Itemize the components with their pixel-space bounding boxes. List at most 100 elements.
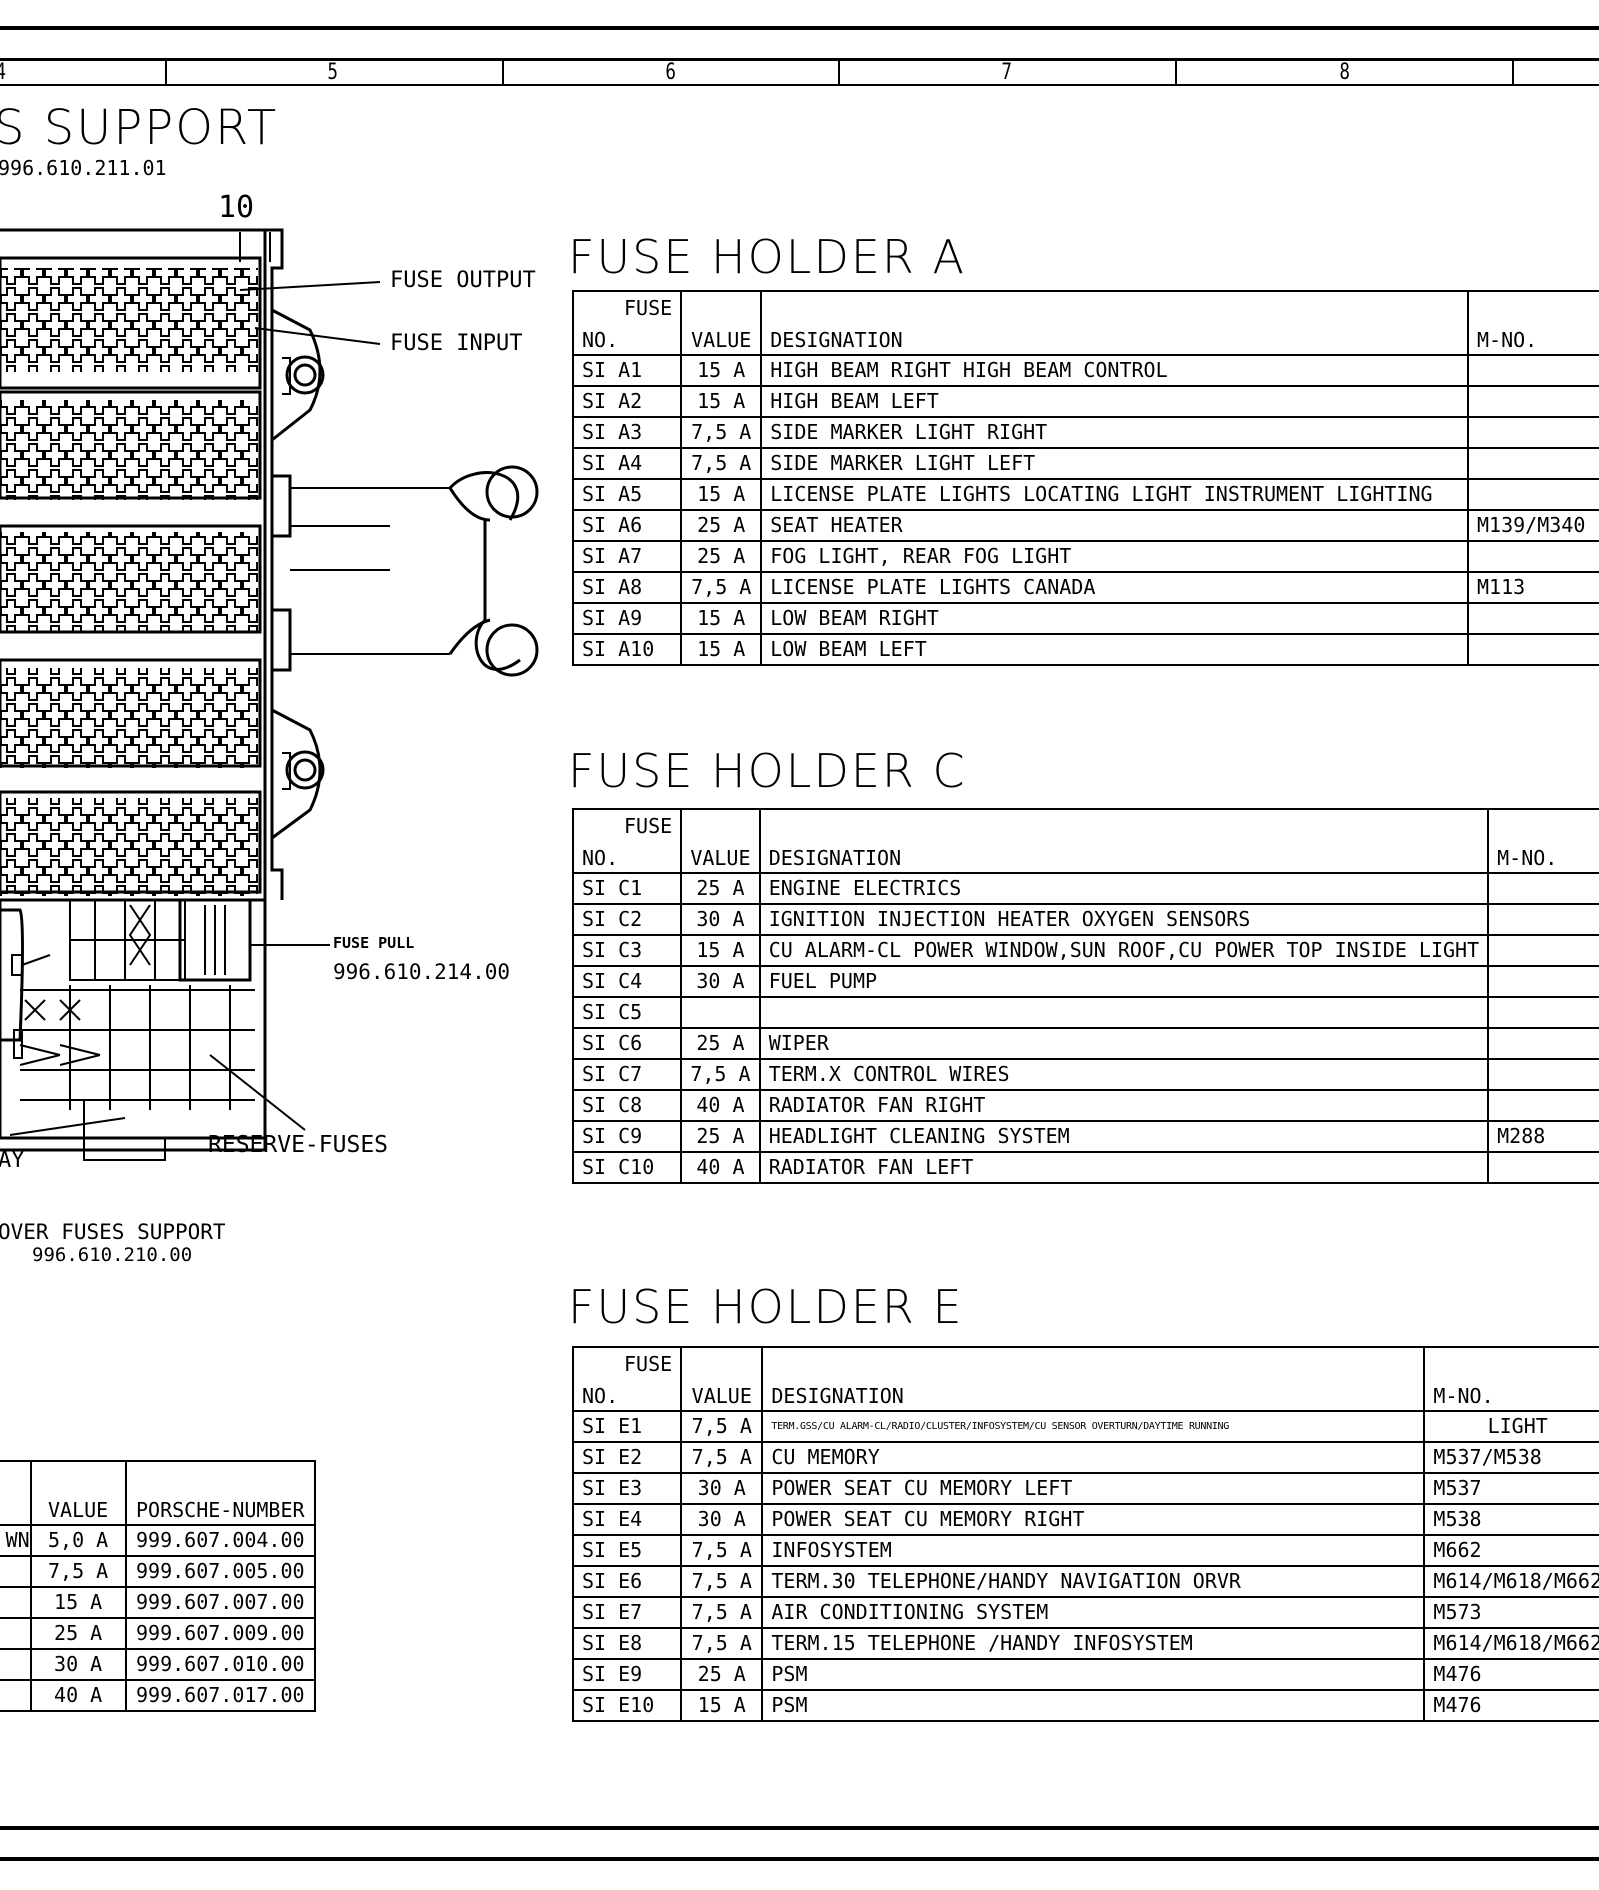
reserve-first-cell: [0, 1555, 32, 1588]
m-number-cell: LIGHT: [1423, 1410, 1599, 1443]
m-number-cell: [1487, 1089, 1599, 1122]
header-value: VALUE: [680, 290, 763, 356]
fuse-number-cell: SI C4: [571, 965, 683, 998]
fuse-number-cell: SI E5: [571, 1534, 683, 1567]
designation-cell: IGNITION INJECTION HEATER OXYGEN SENSORS: [758, 903, 1490, 936]
header-designation: DESIGNATION: [760, 290, 1470, 356]
fuse-number-cell: SI A5: [571, 478, 683, 511]
column-number: 5: [327, 60, 338, 85]
m-number-cell: [1487, 965, 1599, 998]
m-number-cell: [1467, 540, 1599, 573]
fuse-number-cell: SI A4: [571, 447, 683, 480]
bottom-border-2: [0, 1857, 1599, 1861]
header-fuse: FUSE: [624, 1352, 673, 1376]
m-number-cell: [1467, 416, 1599, 449]
designation-cell: RADIATOR FAN LEFT: [758, 1151, 1490, 1184]
fuse-value-cell: 7,5 A: [680, 571, 763, 604]
ruler-tick: [165, 58, 167, 85]
fuse-value-cell: 25 A: [680, 1027, 761, 1060]
fuse-value-cell: 30 A: [680, 965, 761, 998]
designation-cell: AIR CONDITIONING SYSTEM: [761, 1596, 1426, 1629]
fuse-row-4: [0, 658, 262, 768]
fuse-number-cell: SI A7: [571, 540, 683, 573]
table-row: SI C5: [571, 996, 1599, 1029]
header-value: VALUE: [680, 808, 761, 874]
fuse-value-cell: 30 A: [680, 1472, 764, 1505]
designation-cell: TERM.15 TELEPHONE /HANDY INFOSYSTEM: [761, 1627, 1426, 1660]
header-mno: M-NO.: [1487, 808, 1599, 874]
fuse-number-cell: SI A6: [571, 509, 683, 542]
ruler-top-line: [0, 58, 1599, 61]
ruler-tick: [1175, 58, 1177, 85]
designation-cell: [758, 996, 1490, 1029]
cover-label: OVER FUSES SUPPORT: [0, 1220, 226, 1244]
cover-part-number: 996.610.210.00: [32, 1244, 193, 1266]
designation-cell: HEADLIGHT CLEANING SYSTEM: [758, 1120, 1490, 1153]
relay-label: AY: [0, 1148, 25, 1173]
m-number-cell: [1467, 385, 1599, 418]
header-value: VALUE: [29, 1460, 127, 1526]
designation-cell: POWER SEAT CU MEMORY LEFT: [761, 1472, 1426, 1505]
m-number-cell: [1467, 447, 1599, 480]
fuse-number-cell: SI E4: [571, 1503, 683, 1536]
m-number-cell: [1467, 633, 1599, 666]
fuse-value-cell: 7,5 A: [680, 1441, 764, 1474]
designation-cell: HIGH BEAM RIGHT HIGH BEAM CONTROL: [760, 354, 1470, 387]
designation-cell: RADIATOR FAN RIGHT: [758, 1089, 1490, 1122]
porsche-number-cell: 999.607.009.00: [124, 1617, 317, 1650]
fuse-value-cell: 15 A: [680, 602, 763, 635]
designation-cell: INFOSYSTEM: [761, 1534, 1426, 1567]
designation-cell: TERM.X CONTROL WIRES: [758, 1058, 1490, 1091]
porsche-number-cell: 999.607.010.00: [124, 1648, 317, 1681]
fuse-number-cell: SI E3: [571, 1472, 683, 1505]
column-number: 7: [1001, 60, 1012, 85]
porsche-number-cell: 999.607.007.00: [124, 1586, 317, 1619]
m-number-cell: [1487, 996, 1599, 1029]
designation-cell: CU MEMORY: [761, 1441, 1426, 1474]
fuse-value-cell: 25 A: [680, 540, 763, 573]
header-value: VALUE: [680, 1346, 764, 1412]
m-number-cell: M662: [1423, 1534, 1599, 1567]
reserve-value-cell: 15 A: [29, 1586, 127, 1619]
m-number-cell: [1487, 1027, 1599, 1060]
reserve-first-cell: [0, 1648, 32, 1681]
fuse-row-1: [0, 256, 262, 390]
fuse-number-cell: SI E9: [571, 1658, 683, 1691]
fuse-value-cell: 7,5 A: [680, 1410, 764, 1443]
designation-cell: FUEL PUMP: [758, 965, 1490, 998]
fuse-value-cell: 7,5 A: [680, 1596, 764, 1629]
ruler-tick: [502, 58, 504, 85]
designation-cell: LOW BEAM LEFT: [760, 633, 1470, 666]
fuse-value-cell: 15 A: [680, 385, 763, 418]
designation-cell: WIPER: [758, 1027, 1490, 1060]
fuse-value-cell: 15 A: [680, 633, 763, 666]
reserve-value-cell: 7,5 A: [29, 1555, 127, 1588]
column-number: 8: [1339, 60, 1350, 85]
m-number-cell: M538: [1423, 1503, 1599, 1536]
fuse-number-cell: SI E7: [571, 1596, 683, 1629]
fuse-input-label: FUSE INPUT: [390, 331, 523, 356]
fuse-number-cell: SI C2: [571, 903, 683, 936]
reserve-value-cell: 25 A: [29, 1617, 127, 1650]
fuse-value-cell: 40 A: [680, 1089, 761, 1122]
